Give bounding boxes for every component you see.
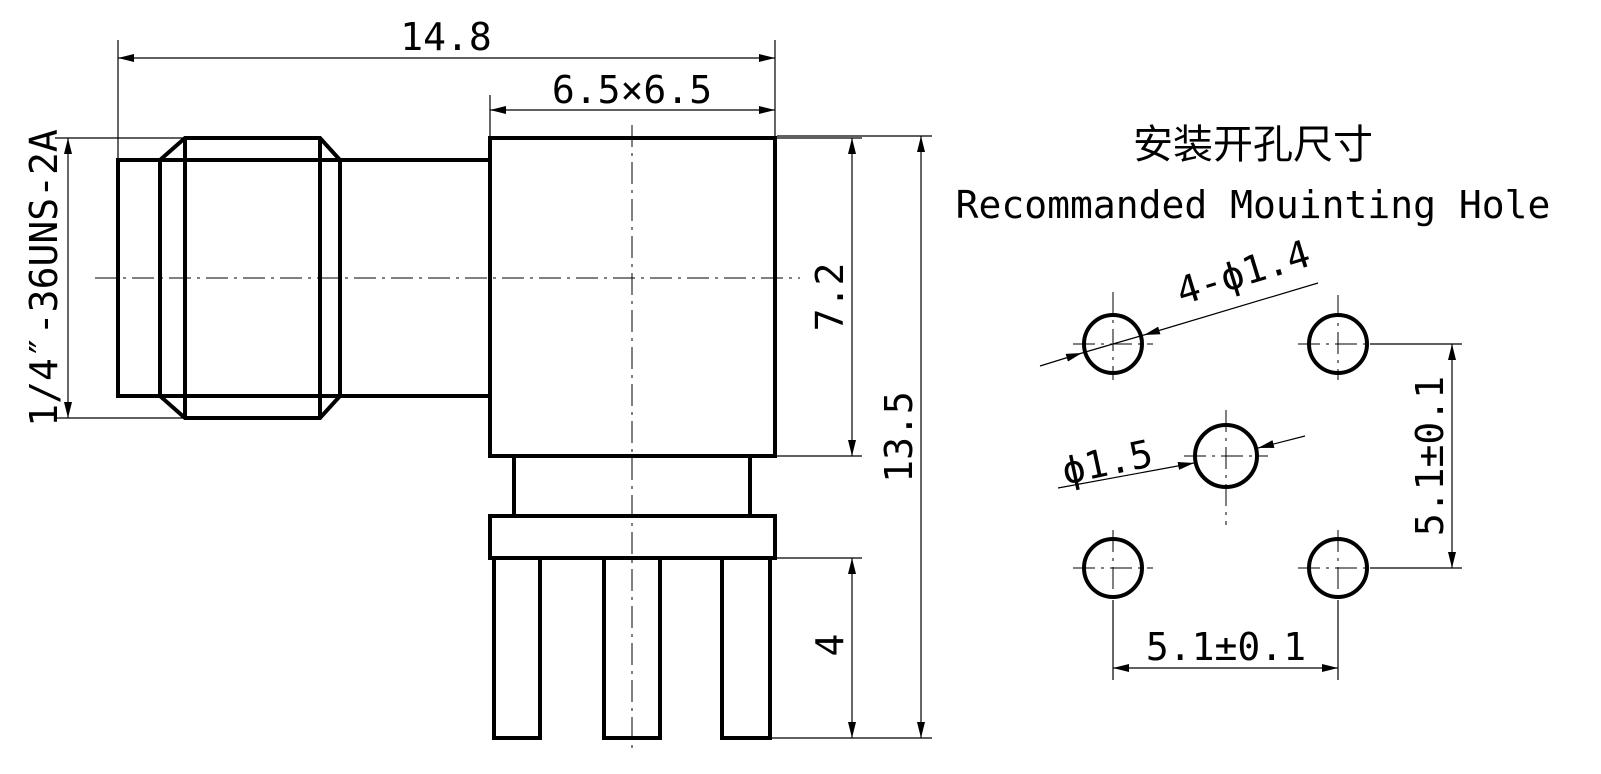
dim-center-height: 7.2 [777, 137, 862, 457]
dim-total-height-label: 13.5 [877, 391, 921, 483]
dim-spacing-horizontal-label: 5.1±0.1 [1146, 625, 1306, 669]
dim-outer-hole: 4-ϕ1.4 [1039, 231, 1319, 367]
dim-spacing-vertical-label: 5.1±0.1 [1408, 376, 1452, 536]
dim-thread: 1/4″-36UNS-2A [22, 129, 183, 427]
pin-left [492, 556, 542, 740]
dim-pin-length-label: 4 [808, 634, 852, 657]
hole-pattern [1073, 292, 1378, 605]
connector-body [488, 136, 777, 458]
dim-body-size: 6.5×6.5 [489, 68, 775, 136]
connector-side-view [95, 125, 800, 752]
dim-overall-length: 14.8 [117, 15, 776, 158]
dim-pin-length: 4 [777, 557, 862, 738]
dim-center-height-label: 7.2 [808, 263, 852, 332]
dim-body-size-label: 6.5×6.5 [552, 68, 712, 112]
mounting-title-cn: 安装开孔尺寸 [1133, 122, 1373, 168]
pin-right [720, 556, 772, 740]
dim-spacing-horizontal: 5.1±0.1 [1112, 600, 1339, 680]
dim-outer-hole-label: 4-ϕ1.4 [1171, 231, 1315, 313]
dim-total-height: 13.5 [772, 135, 932, 739]
dim-overall-length-label: 14.8 [400, 15, 492, 59]
dim-center-hole-label: ϕ1.5 [1058, 431, 1157, 493]
dim-spacing-vertical: 5.1±0.1 [1370, 343, 1462, 569]
dim-thread-label: 1/4″-36UNS-2A [22, 129, 66, 427]
mounting-title-en: Recommanded Mouinting Hole [956, 183, 1551, 227]
dim-center-hole: ϕ1.5 [1057, 431, 1306, 493]
